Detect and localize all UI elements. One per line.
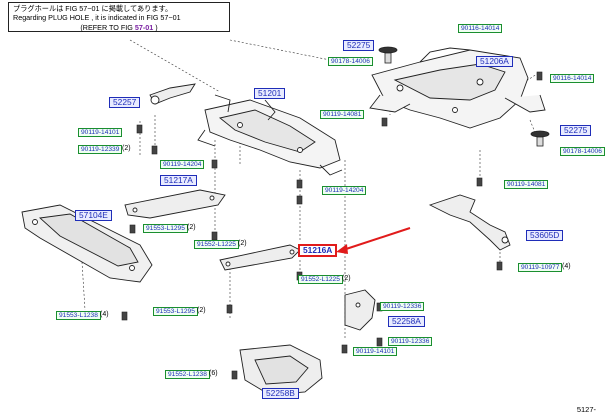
lower-arm-52257 xyxy=(149,83,196,105)
qty-91552-l1225-a: (2) xyxy=(238,240,247,247)
bracket-52258a xyxy=(344,289,376,331)
front-crossmember-51201 xyxy=(197,94,343,176)
callout-90119-14081-a[interactable]: 90119-14081 xyxy=(320,110,365,119)
plug-hole-note: プラグホールは FIG 57−01 に掲載してあります。 Regarding P… xyxy=(8,2,230,32)
callout-91553-l1238[interactable]: 91553-L1238 xyxy=(56,311,101,320)
callout-51206a[interactable]: 51206A xyxy=(476,56,513,67)
note-line-english: Regarding PLUG HOLE , it is indicated in… xyxy=(13,13,181,23)
callout-52257[interactable]: 52257 xyxy=(109,97,141,108)
callout-57104e[interactable]: 57104E xyxy=(75,210,112,221)
callout-52275-a[interactable]: 52275 xyxy=(343,40,375,51)
cover-52258b xyxy=(239,344,323,396)
callout-90178-14006-a[interactable]: 90178-14006 xyxy=(328,57,373,66)
callout-90116-14014-a[interactable]: 90116-14014 xyxy=(458,24,503,33)
note-line-ref: (REFER TO FIG 57-01 ) xyxy=(13,23,225,32)
note-ref-link[interactable]: 57-01 xyxy=(134,22,154,32)
callout-91552-l1225-b[interactable]: 91552-L1225 xyxy=(298,275,343,284)
callout-91553-l1295-a[interactable]: 91553-L1295 xyxy=(143,224,188,233)
callout-52258b[interactable]: 52258B xyxy=(262,388,299,399)
callout-90178-14006-b[interactable]: 90178-14006 xyxy=(560,147,605,156)
callout-90119-14081-b[interactable]: 90119-14081 xyxy=(504,180,549,189)
callout-90119-12336-a[interactable]: 90119-12336 xyxy=(380,302,425,311)
callout-90119-14204-a[interactable]: 90119-14204 xyxy=(160,160,205,169)
callout-51217a[interactable]: 51217A xyxy=(160,175,197,186)
page-number: 5127- xyxy=(576,405,596,414)
qty-90119-12339: (2) xyxy=(122,145,131,152)
brace-51216a xyxy=(219,244,301,271)
callout-53605d[interactable]: 53605D xyxy=(526,230,564,241)
note-line-japanese: プラグホールは FIG 57−01 に掲載してあります。 xyxy=(13,4,173,13)
callout-51216a-highlighted[interactable]: 51216A xyxy=(298,244,338,257)
callout-90119-14101-b[interactable]: 90119-14101 xyxy=(353,347,398,356)
qty-91552-l1225-b: (2) xyxy=(342,275,351,282)
callout-52258a[interactable]: 52258A xyxy=(388,316,425,327)
rear-crossmember-51206a xyxy=(369,47,546,129)
qty-91553-l1295-b: (2) xyxy=(197,307,206,314)
qty-91553-l1238: (4) xyxy=(100,311,109,318)
qty-91552-l1238: (6) xyxy=(209,370,218,377)
callout-90119-14101-a[interactable]: 90119-14101 xyxy=(78,128,123,137)
mount-bushing-52275-right xyxy=(530,130,550,147)
mount-bushing-52275-upper xyxy=(378,46,398,64)
stabilizer-link-53605d xyxy=(428,194,511,251)
callout-90119-12336-b[interactable]: 90119-12336 xyxy=(388,337,433,346)
callout-90119-12339[interactable]: 90119-12339 xyxy=(78,145,123,154)
red-pointer-arrow xyxy=(336,227,411,254)
qty-90119-10977: (4) xyxy=(562,263,571,270)
note-ref-suffix: ) xyxy=(153,22,158,32)
callout-91552-l1238[interactable]: 91552-L1238 xyxy=(165,370,210,379)
callout-91553-l1295-b[interactable]: 91553-L1295 xyxy=(153,307,198,316)
callout-90119-14204-b[interactable]: 90119-14204 xyxy=(322,186,367,195)
callout-52275-b[interactable]: 52275 xyxy=(560,125,592,136)
callout-90116-14014-b[interactable]: 90116-14014 xyxy=(550,74,595,83)
callout-91552-l1225-a[interactable]: 91552-L1225 xyxy=(194,240,239,249)
callout-51201[interactable]: 51201 xyxy=(254,88,286,99)
qty-91553-l1295-a: (2) xyxy=(187,224,196,231)
brace-51217a xyxy=(124,189,226,219)
callout-90119-10977[interactable]: 90119-10977 xyxy=(518,263,563,272)
note-ref-prefix: (REFER TO FIG xyxy=(80,22,135,32)
